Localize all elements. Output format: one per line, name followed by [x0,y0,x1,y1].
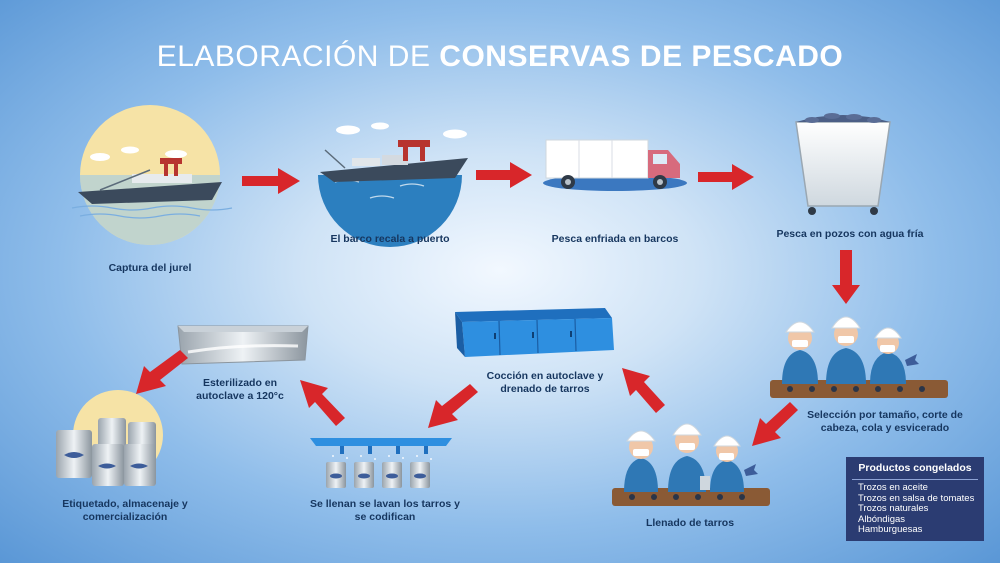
step-label-cooking: Cocción en autoclave y drenado de tarros [486,370,604,395]
arrow-5-to-6 [752,402,798,446]
frozen-products-heading: Productos congelados [852,457,978,480]
fish-tank-illustration [795,113,891,215]
flow-arrows [136,162,860,446]
frozen-product-item: Trozos en aceite [858,482,928,493]
autoclave-cabinet-illustration [455,308,614,357]
title-bold: CONSERVAS DE PESCADO [439,40,844,73]
port-illustration [318,122,468,247]
arrow-4-to-5 [832,250,860,304]
arrow-1-to-2 [242,168,300,194]
arrow-7-to-8 [428,384,478,428]
filling-workers-illustration [612,423,770,506]
arrow-9-to-10 [136,350,188,394]
frozen-products-list: Trozos en aceite Trozos en salsa de toma… [846,482,984,536]
jar-washing-illustration [310,438,452,488]
step-label-truck: Pesca enfriada en barcos [551,233,679,245]
step-label-port: El barco recala a puerto [330,233,450,245]
frozen-product-item: Trozos naturales [858,503,929,514]
step-label-sterilizing: Esterilizado en autoclave a 120°c [196,377,284,402]
arrow-3-to-4 [698,164,754,190]
arrow-8-to-9 [300,380,345,426]
frozen-product-item: Trozos en salsa de tomates [858,492,975,504]
arrow-6-to-7 [622,368,665,413]
step-label-capture: Captura del jurel [108,262,192,274]
truck-illustration [543,139,687,191]
frozen-product-item: Albóndigas [858,513,906,525]
step-label-selection: Selección por tamaño, corte de cabeza, c… [807,409,963,434]
title-light: ELABORACIÓN DE [156,40,431,73]
labeled-cans-illustration [56,390,163,486]
step-label-labeling: Etiquetado, almacenaje y comercializació… [62,498,188,523]
step-label-washing: Se llenan se lavan los tarros y se codif… [310,498,460,523]
sterilizer-illustration [177,325,309,365]
frozen-product-item: Hamburguesas [858,524,923,535]
arrow-2-to-3 [476,162,532,188]
frozen-products-box: Productos congelados Trozos en aceite Tr… [846,457,984,541]
selection-workers-illustration [770,316,948,398]
step-label-tank: Pesca en pozos con agua fría [776,228,924,240]
page-title: ELABORACIÓN DE CONSERVAS DE PESCADO [0,40,1000,74]
capture-illustration [71,105,233,245]
step-label-filling: Llenado de tarros [645,517,735,529]
